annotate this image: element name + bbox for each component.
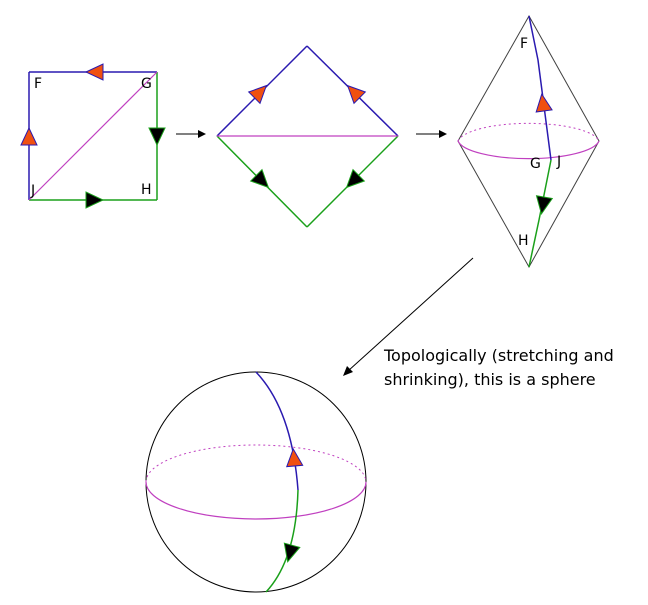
diamond-lower-left-arrow	[249, 168, 270, 189]
bicone-label-g: G	[530, 156, 541, 172]
square-stage: F G H J	[20, 63, 166, 209]
bicone-stage: F G J H	[457, 14, 600, 269]
sphere-upper-meridian	[255, 371, 299, 491]
square-left-arrow	[20, 126, 38, 146]
square-label-f: F	[34, 76, 42, 92]
bicone-label-h: H	[518, 233, 529, 249]
bicone-lower-arrow	[535, 195, 554, 216]
square-label-g: G	[141, 76, 152, 92]
square-bottom-arrow	[85, 191, 105, 209]
bicone-upper-meridian	[528, 15, 552, 161]
bicone-lower-meridian	[528, 159, 552, 268]
square-label-h: H	[141, 182, 152, 198]
diamond-stage	[216, 45, 399, 228]
transition-arrow-1	[176, 130, 206, 138]
transition-arrow-2	[416, 130, 447, 138]
caption-line-1: Topologically (stretching and	[384, 346, 614, 365]
bicone-front-ellipse	[457, 140, 600, 160]
sphere-upper-arrow	[285, 447, 304, 468]
sphere-lower-meridian	[265, 489, 299, 593]
square-right-arrow	[148, 127, 166, 147]
sphere-back-equator	[145, 444, 367, 483]
diamond-upper-right-arrow	[346, 84, 367, 105]
sphere-lower-arrow	[283, 542, 301, 563]
square-label-j: J	[30, 183, 35, 199]
bicone-upper-arrow	[535, 92, 553, 113]
sphere-front-equator	[145, 481, 367, 520]
transition-arrow-3	[343, 257, 474, 376]
bicone-outline	[457, 14, 600, 269]
square-diagonal	[28, 71, 158, 201]
square-top-arrow	[84, 63, 104, 81]
diamond-lower-right-arrow	[345, 168, 366, 189]
caption-line-2: shrinking), this is a sphere	[384, 370, 596, 389]
caption: Topologically (stretching and shrinking)…	[384, 344, 646, 392]
bicone-back-ellipse	[457, 122, 600, 142]
diamond-upper-left-arrow	[247, 84, 268, 105]
sphere-stage	[145, 371, 367, 593]
bicone-label-j: J	[556, 154, 561, 170]
sphere-outline	[145, 371, 367, 593]
bicone-label-f: F	[520, 36, 528, 52]
